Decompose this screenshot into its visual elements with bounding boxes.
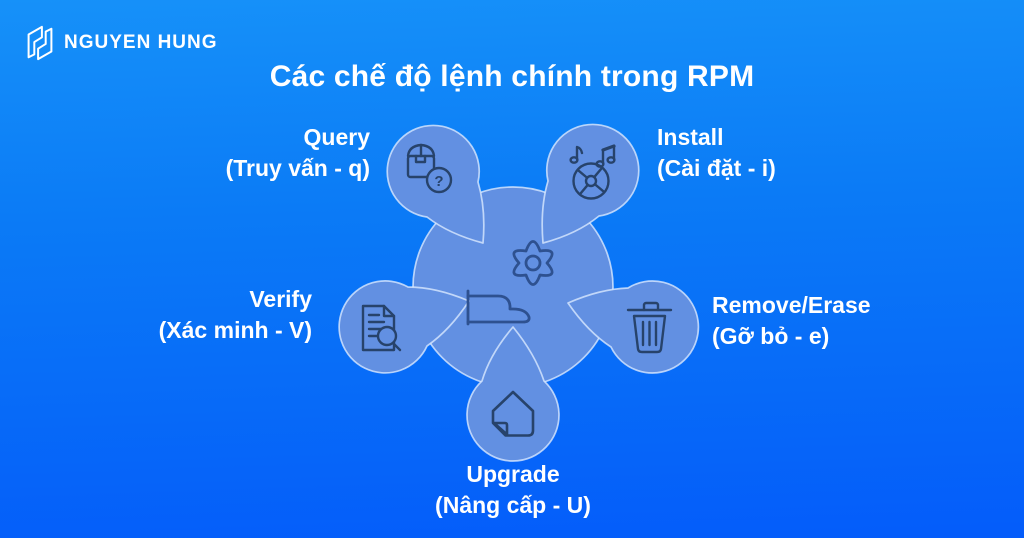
bubble-remove <box>567 280 700 374</box>
node-title: Verify <box>249 286 312 312</box>
node-title: Query <box>303 124 370 150</box>
node-label-verify: Verify (Xác minh - V) <box>82 284 312 346</box>
node-subtitle: (Truy vấn - q) <box>225 155 370 181</box>
node-subtitle: (Xác minh - V) <box>158 317 312 343</box>
node-title: Upgrade <box>466 461 560 487</box>
node-label-install: Install (Cài đặt - i) <box>657 122 917 184</box>
node-subtitle: (Gỡ bỏ - e) <box>712 323 830 349</box>
upgrade-arrow-icon <box>491 390 535 437</box>
bubble-upgrade <box>466 326 560 462</box>
svg-text:?: ? <box>434 173 443 190</box>
node-title: Remove/Erase <box>712 292 871 318</box>
node-subtitle: (Cài đặt - i) <box>657 155 776 181</box>
gear-icon <box>512 240 554 286</box>
package-question-icon: ? <box>406 143 453 194</box>
node-label-query: Query (Truy vấn - q) <box>130 122 370 184</box>
node-label-remove: Remove/Erase (Gỡ bỏ - e) <box>712 290 982 352</box>
node-label-upgrade: Upgrade (Nâng cấp - U) <box>383 459 643 521</box>
nguyen-hung-logo-icon <box>27 25 53 61</box>
node-subtitle: (Nâng cấp - U) <box>435 492 591 518</box>
document-search-icon <box>361 304 402 352</box>
trash-icon <box>626 301 673 354</box>
music-disc-icon <box>569 144 616 200</box>
logo: NGUYEN HUNG <box>24 24 218 62</box>
node-title: Install <box>657 124 724 150</box>
page-title: Các chế độ lệnh chính trong RPM <box>269 60 755 93</box>
fedora-hat-icon <box>466 289 531 326</box>
brand-name: NGUYEN HUNG <box>64 32 218 53</box>
